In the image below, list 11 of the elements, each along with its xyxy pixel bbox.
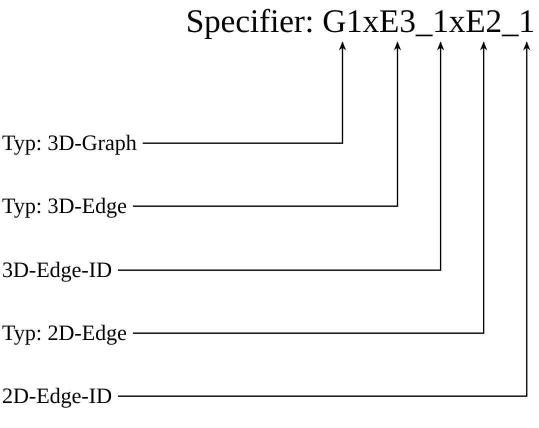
label-text: Typ: 3D-Edge	[2, 193, 127, 220]
label-text: Typ: 3D-Graph	[2, 130, 137, 156]
leader-arrow	[118, 41, 444, 271]
label-text: 3D-Edge-ID	[2, 257, 112, 284]
title: Specifier: G1xE3_1xE2_1	[186, 4, 535, 40]
leader-arrow	[132, 41, 488, 334]
leader-arrow	[118, 41, 530, 397]
leader-arrow	[142, 41, 346, 144]
label-text: 2D-Edge-ID	[2, 383, 112, 410]
label-text: Typ: 2D-Edge	[2, 320, 127, 346]
leader-arrow	[132, 41, 402, 207]
